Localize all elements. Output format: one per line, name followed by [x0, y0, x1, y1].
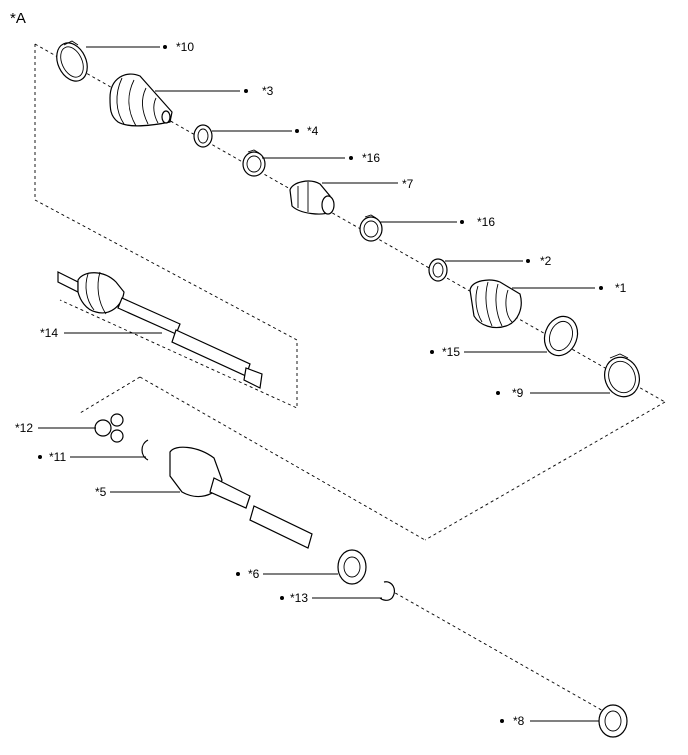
callout-label: *16	[362, 151, 380, 165]
part-11-snap-ring	[141, 439, 149, 461]
callout-10: *10	[86, 40, 194, 54]
callout-label: *10	[176, 40, 194, 54]
callout-9: *9	[496, 386, 610, 400]
callout-label: *1	[615, 281, 627, 295]
bullet-dot	[500, 719, 504, 723]
view-label: *A	[10, 10, 26, 27]
callout-3: *3	[155, 84, 274, 98]
callout-13: *13	[280, 591, 382, 605]
assembly-guide-lines	[34, 43, 666, 713]
part-12-tripod	[94, 413, 124, 443]
part-1-inboard-boot	[469, 279, 522, 329]
callout-label: *12	[15, 421, 33, 435]
callout-7: *7	[322, 177, 414, 191]
part-3-outboard-boot	[109, 73, 173, 127]
callout-16a: *16	[262, 151, 380, 165]
callout-label: *6	[248, 567, 260, 581]
bullet-dot	[349, 156, 353, 160]
callout-12: *12	[15, 421, 96, 435]
part-16-lower-clamp	[359, 214, 383, 242]
part-7-joint	[289, 180, 335, 215]
bullet-dot	[244, 89, 248, 93]
callout-label: *9	[512, 386, 524, 400]
part-13-snap-ring	[379, 581, 396, 601]
part-5-inboard-joint	[169, 446, 313, 549]
part-9-boot-clamp	[604, 353, 640, 398]
part-4-ring	[193, 124, 213, 148]
callout-label: *7	[402, 177, 414, 191]
part-8-seal	[598, 704, 628, 738]
callout-label: *11	[49, 450, 66, 464]
callout-label: *3	[262, 84, 274, 98]
bullet-dot	[430, 350, 434, 354]
part-14-shaft-assembly	[57, 271, 263, 389]
callout-14: *14	[40, 326, 162, 340]
bullet-dot	[295, 129, 299, 133]
bullet-dot	[163, 45, 167, 49]
bullet-dot	[496, 391, 500, 395]
callout-16b: *16	[380, 215, 495, 229]
bullet-dot	[599, 286, 603, 290]
callout-15: *15	[430, 345, 547, 359]
callout-label: *16	[477, 215, 495, 229]
bullet-dot	[38, 455, 42, 459]
part-10-boot-clamp	[56, 40, 88, 82]
callout-label: *5	[95, 485, 107, 499]
callout-1: *1	[512, 281, 627, 295]
part-16-upper-clamp	[242, 149, 266, 177]
bullet-dot	[236, 572, 240, 576]
callout-2: *2	[445, 254, 552, 268]
callout-label: *14	[40, 326, 58, 340]
bullet-dot	[460, 220, 464, 224]
callout-label: *8	[513, 714, 525, 728]
part-15-clamp	[543, 315, 579, 357]
callout-11: *11	[38, 450, 146, 464]
part-2-ring	[428, 258, 448, 282]
callout-label: *2	[540, 254, 552, 268]
bullet-dot	[280, 596, 284, 600]
callout-label: *15	[442, 345, 460, 359]
callout-5: *5	[95, 485, 180, 499]
callout-label: *13	[290, 591, 308, 605]
callout-4: *4	[212, 124, 319, 138]
part-6-bearing	[337, 549, 367, 585]
callout-6: *6	[236, 567, 338, 581]
callout-8: *8	[500, 714, 599, 728]
callout-label: *4	[307, 124, 319, 138]
bullet-dot	[526, 259, 530, 263]
